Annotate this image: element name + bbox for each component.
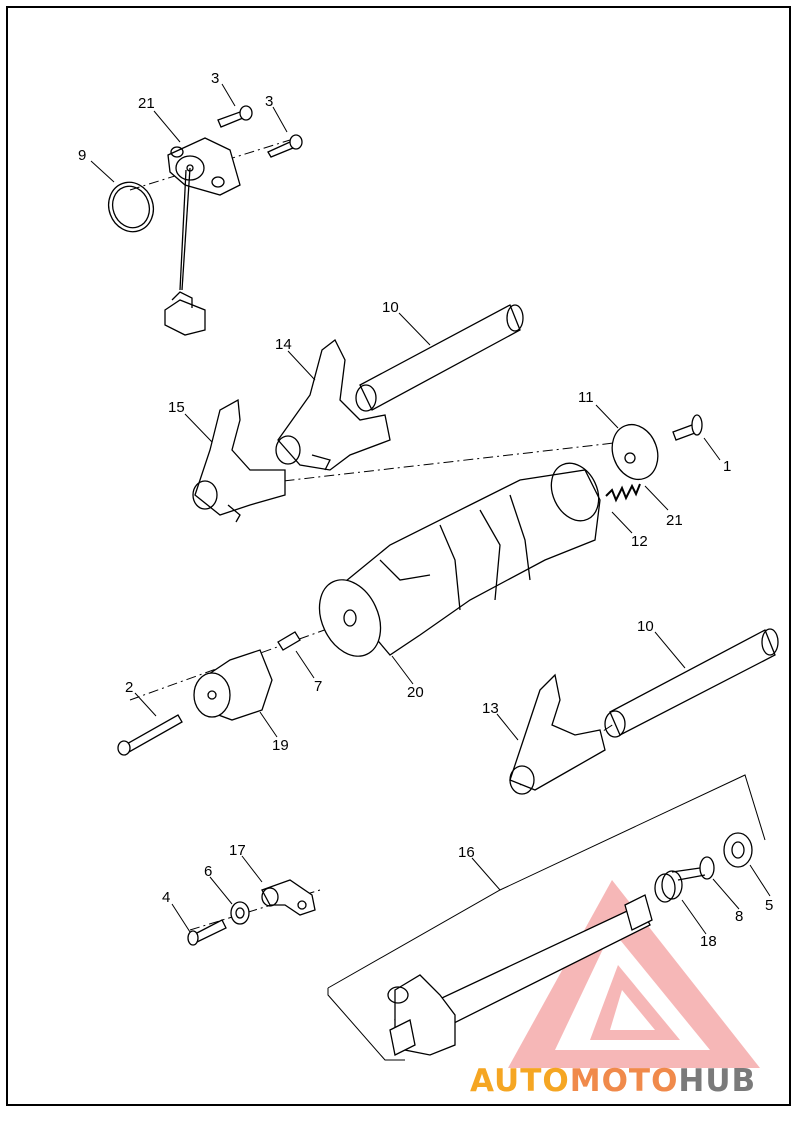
shift-fork-14 — [275, 339, 391, 471]
watermark-part-auto: AUTO — [470, 1063, 570, 1099]
callout-9: 9 — [78, 147, 86, 164]
callout-6: 6 — [204, 863, 212, 880]
shift-drum-20 — [318, 462, 601, 657]
callout-10a: 10 — [382, 299, 399, 316]
lever-17 — [261, 879, 316, 916]
watermark-part-hub: HUB — [678, 1063, 757, 1099]
screw-3a — [217, 105, 253, 128]
callout-19: 19 — [272, 737, 289, 754]
callout-11: 11 — [578, 389, 594, 406]
detent-spring-12 — [605, 483, 641, 503]
watermark-part-moto: MOTO — [569, 1063, 679, 1099]
watermark-text: AUTOMOTOHUB — [470, 1063, 756, 1099]
washer-6 — [230, 901, 250, 925]
shift-shaft-bracket-16 — [327, 774, 766, 1061]
callout-4: 4 — [162, 889, 170, 906]
screw-4 — [187, 919, 227, 946]
callout-10b: 10 — [637, 618, 654, 635]
callout-12: 12 — [631, 533, 648, 550]
callout-13: 13 — [482, 700, 499, 717]
shift-shaft-16 — [387, 894, 653, 1056]
bolt-2 — [117, 714, 183, 756]
callout-2: 2 — [125, 679, 133, 696]
callout-18: 18 — [700, 933, 717, 950]
callout-21b: 21 — [666, 512, 683, 529]
callout-8: 8 — [735, 908, 743, 925]
callout-20: 20 — [407, 684, 424, 701]
drum-gear-19 — [193, 649, 273, 721]
callout-15: 15 — [168, 399, 185, 416]
screw-3b — [267, 134, 303, 158]
shift-fork-15 — [192, 398, 286, 523]
callout-16: 16 — [458, 844, 475, 861]
callout-7: 7 — [314, 678, 322, 695]
diagram-border — [6, 6, 791, 1106]
watermark-logo — [508, 880, 760, 1068]
shift-fork-rod-10b — [604, 628, 779, 738]
screw-1 — [672, 414, 703, 441]
o-ring-9 — [107, 181, 155, 233]
shift-fork-13 — [509, 673, 606, 795]
callout-3a: 3 — [211, 70, 219, 87]
callout-17: 17 — [229, 842, 246, 859]
callout-21a: 21 — [138, 95, 155, 112]
callout-14: 14 — [275, 336, 292, 353]
callout-1: 1 — [723, 458, 731, 475]
shift-fork-rod-10a — [355, 304, 524, 412]
dowel-pin-7 — [277, 631, 301, 651]
sensor-housing-21 — [164, 137, 241, 336]
callout-5: 5 — [765, 897, 773, 914]
callout-3b: 3 — [265, 93, 273, 110]
detent-plate-11 — [611, 423, 659, 481]
return-spring-18 — [654, 867, 706, 903]
retaining-ring-8 — [699, 856, 715, 880]
washer-5 — [723, 832, 753, 868]
